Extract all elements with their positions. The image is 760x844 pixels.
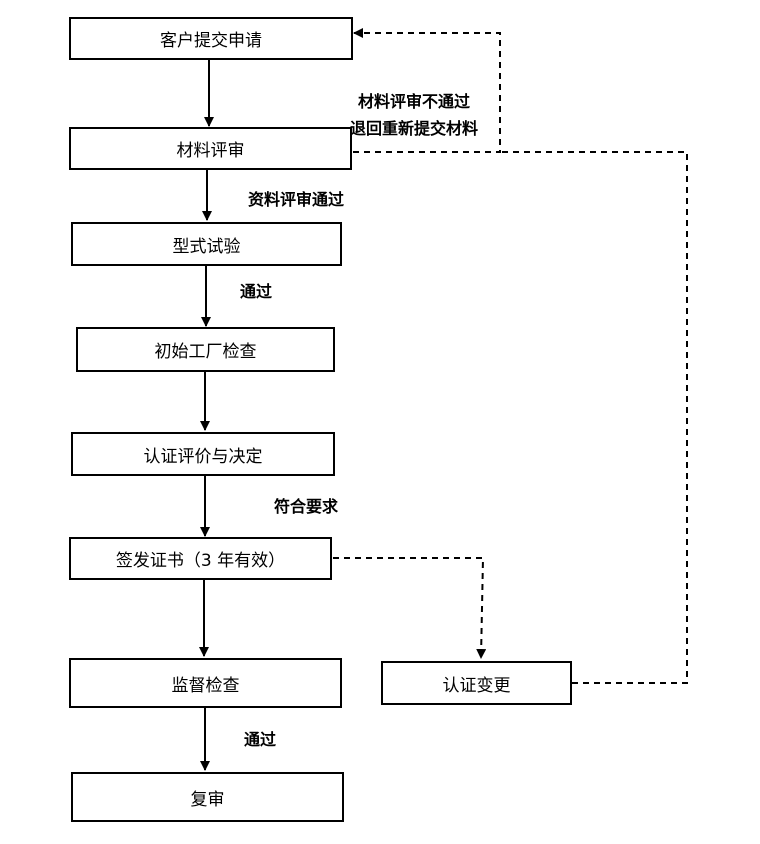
edge-label-test-passed: 通过 <box>240 282 273 301</box>
dashed-arrow-certificate-to-change <box>333 557 487 659</box>
node-initial-factory-inspection: 初始工厂检查 <box>76 327 335 372</box>
dashed-line-change-to-review-loop <box>500 151 688 684</box>
edge-label-review-passed: 资料评审通过 <box>248 190 345 209</box>
node-type-test: 型式试验 <box>71 222 342 266</box>
edge-label-supervision-passed: 通过 <box>244 730 277 749</box>
edge-label-meets-requirements: 符合要求 <box>274 497 339 516</box>
node-submit-application: 客户提交申请 <box>69 17 353 60</box>
edge-label-review-failed-line2: 退回重新提交材料 <box>350 119 479 138</box>
node-certification-evaluation: 认证评价与决定 <box>71 432 335 476</box>
node-certification-change: 认证变更 <box>381 661 572 705</box>
edge-label-review-failed-line1: 材料评审不通过 <box>358 92 471 111</box>
node-re-review: 复审 <box>71 772 344 822</box>
node-material-review: 材料评审 <box>69 127 352 170</box>
node-supervision-inspection: 监督检查 <box>69 658 342 708</box>
node-issue-certificate: 签发证书（3 年有效） <box>69 537 332 580</box>
